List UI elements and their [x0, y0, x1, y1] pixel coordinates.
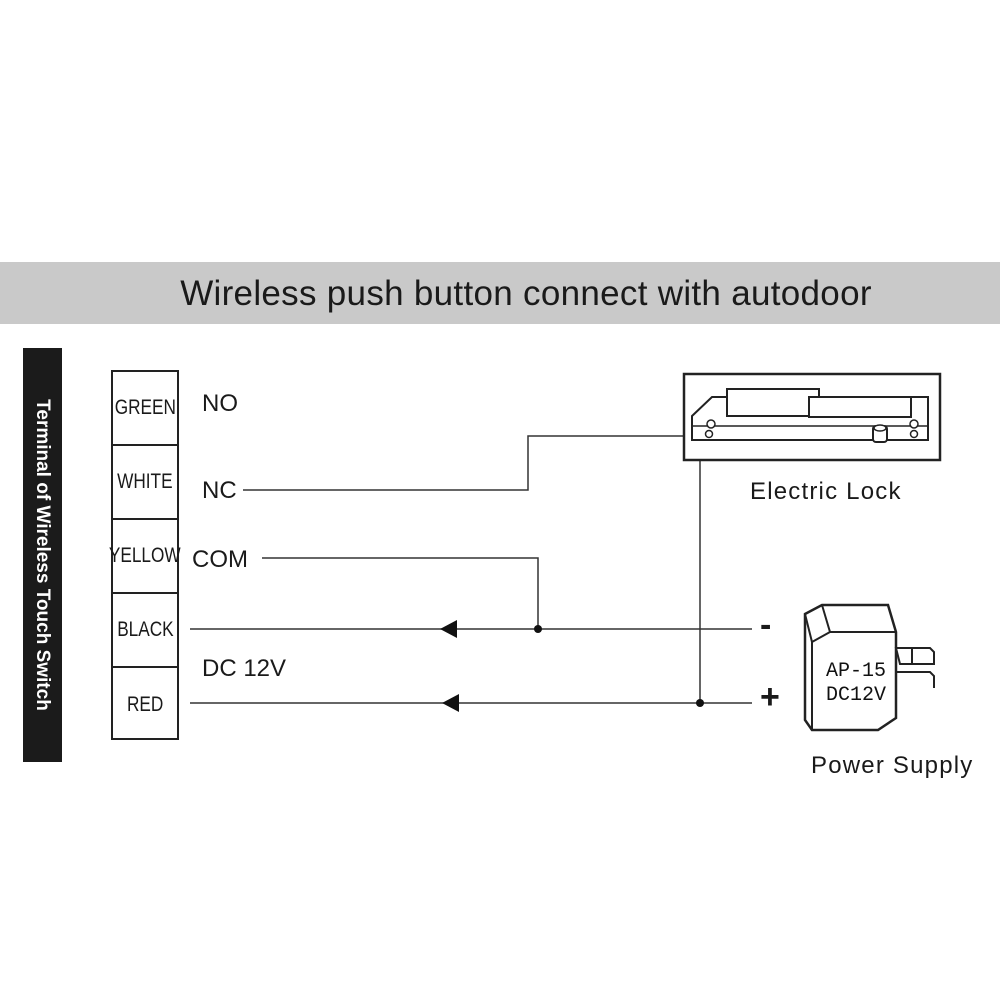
lock-junction [696, 699, 704, 707]
side-label-bar: Terminal of Wireless Touch Switch [23, 348, 62, 762]
plus-sign: + [760, 678, 780, 716]
diagram-title: Wireless push button connect with autodo… [180, 274, 872, 313]
power-supply-label: Power Supply [811, 752, 974, 779]
power-model-line2: DC12V [826, 684, 886, 707]
title-banner: Wireless push button connect with autodo… [0, 262, 1000, 324]
nc-wire [243, 435, 684, 491]
power-supply-icon: AP-15 DC12V [803, 603, 935, 732]
negative-arrow [440, 620, 457, 638]
terminal-green: GREEN [113, 372, 177, 446]
electric-lock-label: Electric Lock [750, 478, 902, 505]
signal-nc: NC [202, 477, 237, 504]
terminal-white: WHITE [113, 446, 177, 520]
signal-no: NO [202, 390, 238, 417]
power-model-line1: AP-15 [826, 660, 886, 683]
terminal-black: BLACK [113, 594, 177, 668]
electric-lock-icon [682, 372, 942, 462]
com-wire [262, 557, 539, 629]
signal-dc12v: DC 12V [202, 655, 287, 682]
terminal-block: GREEN WHITE YELLOW BLACK RED [109, 370, 181, 740]
signal-com: COM [192, 546, 248, 573]
positive-arrow [442, 694, 459, 712]
com-junction [534, 625, 542, 633]
terminal-red: RED [126, 693, 164, 716]
minus-sign: - [760, 606, 772, 644]
terminal-yellow: YELLOW [109, 520, 181, 594]
